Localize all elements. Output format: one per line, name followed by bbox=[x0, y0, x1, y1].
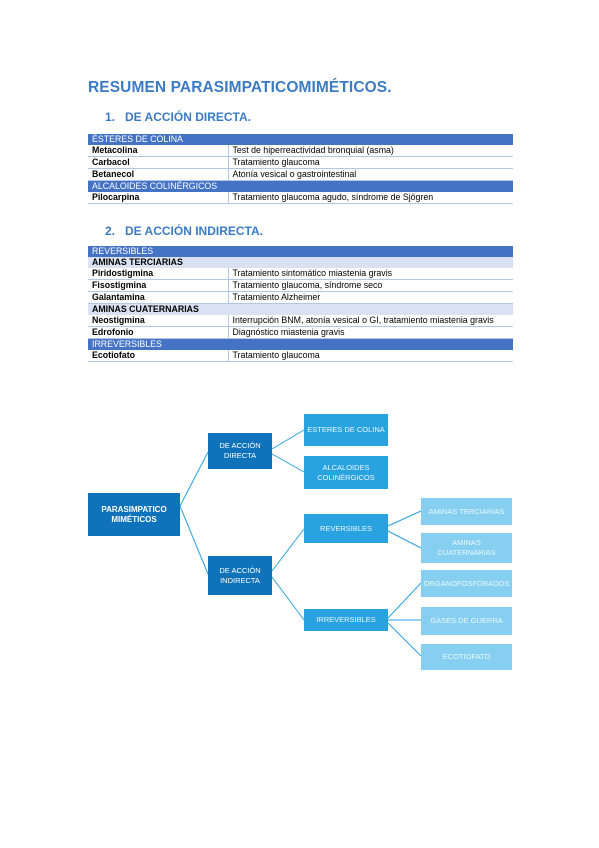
diagram-node-directa: DE ACCIÓN DIRECTA bbox=[208, 433, 272, 469]
drug-name: Neostigmina bbox=[88, 315, 228, 327]
drug-name: Edrofonio bbox=[88, 326, 228, 339]
table-row: Neostigmina Interrupción BNM, atonía ves… bbox=[88, 315, 513, 327]
direct-action-table: ÉSTERES DE COLINA Metacolina Test de hip… bbox=[88, 134, 513, 204]
connector bbox=[179, 451, 209, 507]
drug-use: Test de hiperreactividad bronquial (asma… bbox=[227, 145, 513, 157]
drug-use: Tratamiento glaucoma, síndrome seco bbox=[227, 279, 513, 292]
category-label: REVERSIBLES bbox=[88, 246, 513, 257]
page-title: RESUMEN PARASIMPATICOMIMÉTICOS. bbox=[88, 79, 392, 96]
section-title: DE ACCIÓN INDIRECTA. bbox=[125, 224, 263, 238]
drug-use: Tratamiento glaucoma agudo, síndrome de … bbox=[227, 192, 513, 204]
table-row: Fisostigmina Tratamiento glaucoma, síndr… bbox=[88, 279, 513, 292]
drug-name: Ecotiofato bbox=[88, 350, 228, 362]
drug-name: Piridostigmina bbox=[88, 268, 228, 280]
table-row: Pilocarpina Tratamiento glaucoma agudo, … bbox=[88, 192, 513, 204]
category-row: IRREVERSIBLES bbox=[88, 338, 513, 350]
connector bbox=[387, 510, 422, 527]
connector bbox=[387, 582, 422, 619]
diagram-node-irreversibles: IRREVERSIBLES bbox=[304, 609, 388, 631]
diagram-root-node: PARASIMPATICO MIMÉTICOS bbox=[88, 493, 180, 536]
drug-name: Fisostigmina bbox=[88, 279, 228, 292]
section-indirect-heading: 2. DE ACCIÓN INDIRECTA. bbox=[105, 224, 263, 238]
connector bbox=[271, 576, 305, 621]
table-row: Betanecol Atonía vesical o gastrointesti… bbox=[88, 168, 513, 181]
drug-use: Tratamiento glaucoma bbox=[227, 156, 513, 169]
connector bbox=[271, 429, 305, 450]
drug-use: Tratamiento glaucoma bbox=[227, 350, 513, 362]
category-label: ÉSTERES DE COLINA bbox=[88, 134, 513, 145]
table-row: Galantamina Tratamiento Alzheimer bbox=[88, 291, 513, 304]
subcategory-label: AMINAS TERCIARIAS bbox=[88, 257, 513, 268]
diagram-node-terciarias: AMINAS TERCIARIAS bbox=[421, 498, 512, 525]
category-label: IRREVERSIBLES bbox=[88, 338, 513, 350]
drug-use: Atonía vesical o gastrointestinal bbox=[227, 168, 513, 181]
subcategory-label: AMINAS CUATERNARIAS bbox=[88, 303, 513, 315]
drug-name: Metacolina bbox=[88, 145, 228, 157]
category-label: ALCALOIDES COLINÉRGICOS bbox=[88, 180, 513, 192]
subcategory-row: AMINAS CUATERNARIAS bbox=[88, 303, 513, 315]
diagram-node-cuaternarias: AMINAS CUATERNARIAS bbox=[421, 533, 512, 563]
table-row: Ecotiofato Tratamiento glaucoma bbox=[88, 350, 513, 362]
category-row: ALCALOIDES COLINÉRGICOS bbox=[88, 180, 513, 192]
section-number: 2. bbox=[105, 224, 116, 238]
section-number: 1. bbox=[105, 110, 116, 124]
diagram-node-esteres: ESTERES DE COLINA bbox=[304, 414, 388, 446]
drug-use: Interrupción BNM, atonía vesical o GI, t… bbox=[227, 315, 513, 327]
table-row: Piridostigmina Tratamiento sintomático m… bbox=[88, 268, 513, 280]
diagram-node-alcaloides: ALCALOIDES COLINÉRGICOS bbox=[304, 456, 388, 489]
table-row: Edrofonio Diagnóstico miastenia gravis bbox=[88, 326, 513, 339]
indirect-action-table: REVERSIBLES AMINAS TERCIARIAS Piridostig… bbox=[88, 246, 513, 362]
drug-name: Betanecol bbox=[88, 168, 228, 181]
table-row: Carbacol Tratamiento glaucoma bbox=[88, 156, 513, 169]
category-row: ÉSTERES DE COLINA bbox=[88, 134, 513, 145]
section-direct-heading: 1. DE ACCIÓN DIRECTA. bbox=[105, 110, 251, 124]
diagram-node-reversibles: REVERSIBLES bbox=[304, 514, 388, 543]
table-row: Metacolina Test de hiperreactividad bron… bbox=[88, 145, 513, 157]
connector bbox=[271, 528, 305, 572]
drug-use: Tratamiento Alzheimer bbox=[227, 291, 513, 304]
drug-use: Diagnóstico miastenia gravis bbox=[227, 326, 513, 339]
subcategory-row: AMINAS TERCIARIAS bbox=[88, 257, 513, 268]
drug-name: Pilocarpina bbox=[88, 192, 228, 204]
connector bbox=[179, 505, 209, 575]
diagram-node-gases: GASES DE GUERRA bbox=[421, 607, 512, 635]
drug-name: Carbacol bbox=[88, 156, 228, 169]
section-title: DE ACCIÓN DIRECTA. bbox=[125, 110, 251, 124]
drug-use: Tratamiento sintomático miastenia gravis bbox=[227, 268, 513, 280]
category-row: REVERSIBLES bbox=[88, 246, 513, 257]
drug-name: Galantamina bbox=[88, 291, 228, 304]
diagram-node-indirecta: DE ACCIÓN INDIRECTA bbox=[208, 556, 272, 595]
diagram-node-organofosforados: ORGANOFOSFORADOS bbox=[421, 570, 512, 597]
diagram-node-ecotiofato: ECOTIOFATO bbox=[421, 644, 512, 670]
connector bbox=[387, 530, 422, 549]
connector bbox=[387, 622, 422, 657]
connector bbox=[271, 453, 305, 473]
